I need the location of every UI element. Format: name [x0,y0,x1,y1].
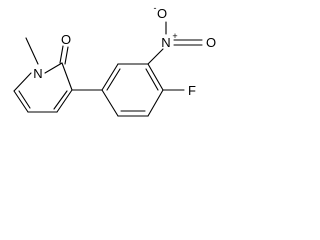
atom-label-o-carbonyl: O [61,32,71,47]
bond-c6-n1 [13,72,32,92]
bond-c5-c6 [13,90,29,113]
atom-label-n-nitro: N [161,35,170,50]
bond-ar3-ar4-inner [145,68,159,91]
phenyl-ring [101,63,164,117]
carbonyl-double-bond [59,45,69,65]
bond-c2-c3 [61,62,73,91]
bond-c-nitro [147,48,164,65]
pyridinone-ring [13,62,73,113]
bond-c3-c4 [56,89,73,113]
bond-ar1-ar2-inner [106,68,121,91]
charge-label-o-nitro-top: - [154,3,157,13]
bond-c2-o-1 [59,45,64,64]
bond-ar3-ar4 [147,63,164,91]
chemical-structure-diagram: N O F N + O - O [13,3,216,117]
bond-n1-methyl [25,37,39,65]
atom-label-n1: N [33,66,42,81]
bond-c3-c4-inner [53,90,68,110]
bond-ar6-ar1 [101,89,119,117]
charge-label-n-nitro: + [172,31,177,41]
bond-ar4-ar5 [147,89,164,117]
atom-label-f: F [188,83,196,98]
atom-label-o-nitro-top: O [157,6,167,21]
bond-c2-o-2 [64,46,69,65]
bond-n1-c2 [44,62,63,74]
atom-label-o-nitro-right: O [206,35,216,50]
bond-c5-c6-inner [18,90,31,109]
bond-ar1-ar2 [101,63,119,91]
